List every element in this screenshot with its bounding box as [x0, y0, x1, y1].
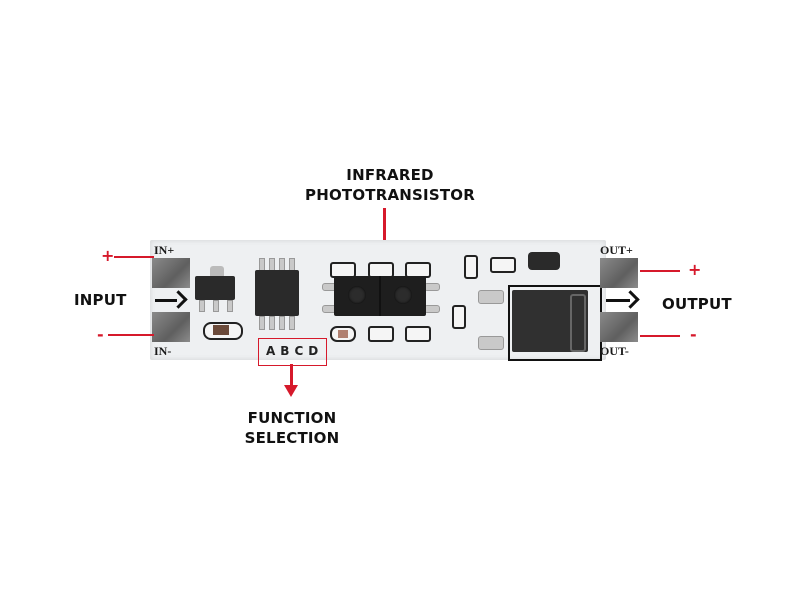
in-minus-pin-label: IN- [154, 344, 172, 358]
regulator-leg [227, 300, 233, 312]
function-arrow-head-icon [284, 385, 298, 397]
label-line-1: FUNCTION [247, 409, 337, 427]
ic-pin [289, 316, 295, 330]
function-arrow-shaft [290, 364, 293, 388]
input-plus-line [114, 256, 154, 258]
lens-divider [379, 276, 381, 316]
input-label: INPUT [74, 291, 127, 309]
out-minus-pin-label: OUT- [600, 344, 629, 358]
capacitor [213, 325, 229, 335]
ic-pin [269, 316, 275, 330]
output-minus-line [640, 335, 680, 337]
output-minus-sign: - [690, 325, 697, 344]
ic-body [255, 270, 299, 316]
label-line-1: INFRARED [346, 166, 434, 184]
label-line-2: SELECTION [244, 429, 340, 447]
sensor-lead [424, 305, 440, 313]
ic-pin [259, 316, 265, 330]
output-label: OUTPUT [662, 295, 732, 313]
in-plus-pin-label: IN+ [154, 243, 175, 257]
sensor-lead [424, 283, 440, 291]
phototransistor-arrow-shaft [383, 208, 386, 260]
out-minus-pad [600, 312, 638, 342]
jumper-b[interactable]: B [280, 344, 290, 358]
infrared-phototransistor-label: INFRARED PHOTOTRANSISTOR [290, 165, 490, 205]
infrared-phototransistor [334, 276, 426, 316]
label-line-2: PHOTOTRANSISTOR [305, 186, 475, 204]
mosfet-lead [478, 336, 504, 350]
output-arrow-shaft [606, 299, 630, 302]
regulator-leg [199, 300, 205, 312]
diode [528, 252, 560, 270]
smd-resistor [405, 326, 431, 342]
ic-soic8 [255, 258, 299, 338]
input-arrow-shaft [155, 299, 177, 302]
ic-pin [279, 316, 285, 330]
voltage-regulator-chip [195, 276, 235, 300]
input-minus-sign: - [97, 325, 104, 344]
mosfet-tab [570, 294, 586, 352]
regulator-leg [213, 300, 219, 312]
function-jumpers: A B C D [266, 344, 318, 358]
cap-core [338, 330, 348, 338]
jumper-c[interactable]: C [294, 344, 304, 358]
in-minus-pad [152, 312, 190, 342]
jumper-a[interactable]: A [266, 344, 276, 358]
function-selection-label: FUNCTION SELECTION [232, 408, 352, 448]
output-arrow-icon [621, 290, 640, 309]
ir-receiver-lens [394, 286, 412, 304]
mosfet-transistor [512, 290, 588, 352]
input-plus-sign: + [101, 246, 115, 265]
smd-resistor-vertical [464, 255, 478, 279]
smd-capacitor [330, 326, 356, 342]
ir-emitter-lens [348, 286, 366, 304]
regulator-tab [210, 266, 224, 276]
out-plus-pin-label: OUT+ [600, 243, 633, 257]
input-minus-line [108, 334, 154, 336]
in-plus-pad [152, 258, 190, 288]
mosfet-lead [478, 290, 504, 304]
smd-resistor [490, 257, 516, 273]
smd-resistor-vertical [452, 305, 466, 329]
out-plus-pad [600, 258, 638, 288]
output-plus-line [640, 270, 680, 272]
output-plus-sign: + [688, 260, 702, 279]
smd-resistor [368, 326, 394, 342]
jumper-d[interactable]: D [308, 344, 319, 358]
